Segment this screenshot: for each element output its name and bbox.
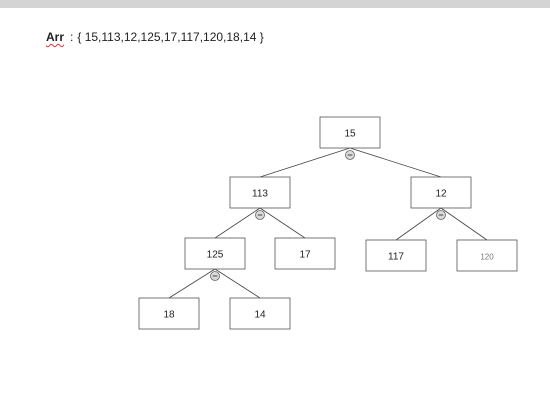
tree-edge-15-113 [259,147,351,178]
tree-node-label: 113 [252,189,268,200]
tree-edges [168,147,488,299]
tree-node-120[interactable]: 120 [456,239,518,272]
tree-node-label: 125 [207,250,224,261]
tree-edge-15-12 [349,147,442,178]
tree-node-box [274,237,336,270]
tree-node-12[interactable]: 12 [410,176,472,209]
array-name: Arr [46,30,65,44]
tree-node-box [229,176,291,209]
array-separator: : [70,30,74,44]
collapse-toggle-icon[interactable] [255,210,265,220]
tree-node-15[interactable]: 15 [319,116,381,149]
tree-node-117[interactable]: 117 [365,239,427,272]
tree-node-label: 17 [299,250,311,261]
tree-node-box [138,297,200,330]
tree-edge-113-125 [214,207,261,239]
tree-node-label: 12 [435,189,447,200]
tree-collapse-markers [210,150,446,281]
tree-edge-125-18 [168,268,216,299]
array-values: { 15,113,12,125,17,117,120,18,14 } [77,30,264,44]
tree-node-box [184,237,246,270]
tree-node-box [456,239,518,272]
tree-edge-125-14 [214,268,261,299]
array-definition: Arr:{ 15,113,12,125,17,117,120,18,14 } [46,30,264,44]
tree-node-box [365,239,427,272]
tree-edge-12-117 [395,207,442,241]
tree-node-box [229,297,291,330]
tree-node-label: 117 [388,252,404,263]
collapse-toggle-icon[interactable] [210,271,220,281]
tree-node-17[interactable]: 17 [274,237,336,270]
tree-node-label: 18 [163,310,175,321]
tree-node-label: 15 [344,129,356,140]
tree-node-18[interactable]: 18 [138,297,200,330]
tree-node-box [319,116,381,149]
tree-nodes: 15 113 12 125 17 117 120 18 14 [138,116,518,330]
tree-node-113[interactable]: 113 [229,176,291,209]
tree-node-14[interactable]: 14 [229,297,291,330]
tree-edge-113-17 [259,207,306,239]
collapse-toggle-icon[interactable] [436,210,446,220]
tree-node-box [410,176,472,209]
tree-node-label: 120 [480,253,494,262]
tree-node-125[interactable]: 125 [184,237,246,270]
tree-node-label: 14 [254,310,266,321]
collapse-toggle-icon[interactable] [345,150,355,160]
tree-edge-12-120 [440,207,488,241]
top-toolbar-strip [0,0,550,8]
